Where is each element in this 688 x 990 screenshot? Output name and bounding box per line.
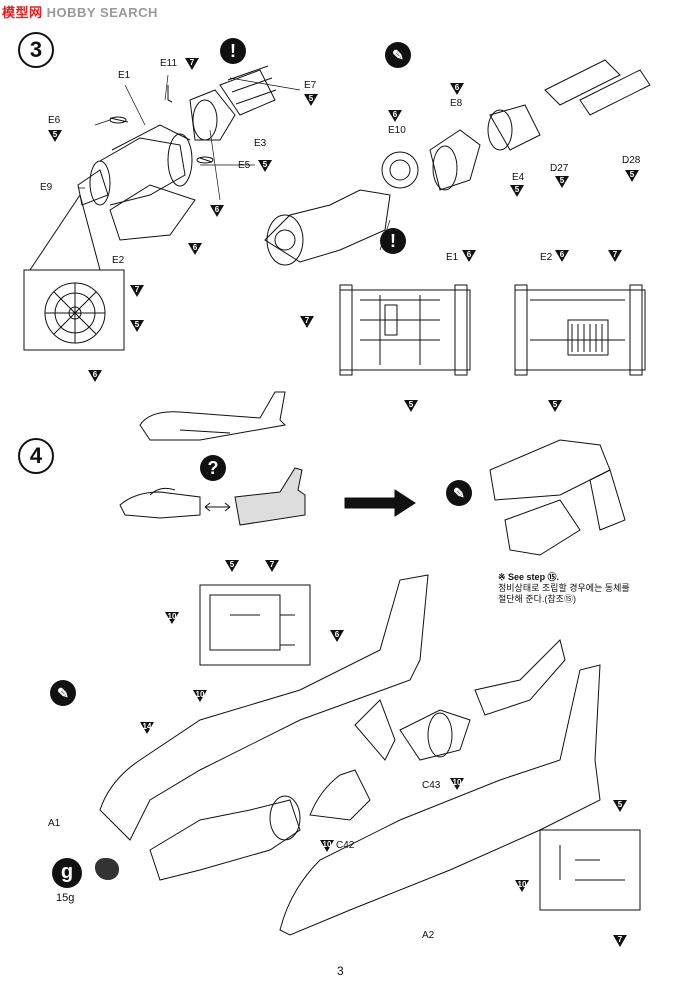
color-code-5: 5 (548, 400, 562, 412)
part-label-a2: A2 (422, 930, 435, 941)
watermark: 模型网 HOBBY SEARCH (2, 5, 158, 20)
part-label-c42: C42 (336, 840, 355, 851)
part-label-e8: E8 (450, 98, 463, 109)
page-number: 3 (337, 964, 344, 978)
color-code-7: 7 (608, 250, 622, 262)
part-label-e7: E7 (304, 80, 317, 91)
color-code-6: 6 (210, 205, 224, 217)
glue-pen-icon: ✎ (446, 480, 472, 506)
warning-icon: ! (220, 38, 246, 64)
fuselage-half-inset-left (339, 289, 471, 371)
color-code-5: 5 (130, 320, 144, 332)
color-code-10: 10 (320, 840, 334, 852)
color-code-5: 5 (258, 160, 272, 172)
color-code-10: 10 (165, 612, 179, 624)
part-label-c43: C43 (422, 780, 441, 791)
color-code-7: 7 (265, 560, 279, 572)
part-label-e2: E2 (112, 255, 125, 266)
color-code-6: 6 (450, 83, 464, 95)
part-label-e2-inset: E2 (540, 252, 553, 263)
weight-value: 15g (56, 892, 75, 904)
part-label-d28: D28 (622, 155, 641, 166)
color-code-10: 10 (515, 880, 529, 892)
inset-detail-step4 (199, 584, 311, 666)
warning-icon: ! (380, 228, 406, 254)
see-step-note: ※ See step ⑮. 정비상태로 조립할 경우에는 동체를 절단해 준다.… (498, 572, 630, 604)
color-code-6: 6 (388, 110, 402, 122)
color-code-7: 7 (613, 935, 627, 947)
part-label-e6: E6 (48, 115, 61, 126)
part-label-e10: E10 (388, 125, 406, 136)
color-code-6: 6 (462, 250, 476, 262)
color-code-14: 14 (140, 722, 154, 734)
part-label-d27: D27 (550, 163, 569, 174)
engine-nozzle-drawing (77, 65, 277, 241)
question-icon: ? (200, 455, 226, 481)
rear-fuselage-drawing (234, 467, 306, 526)
color-code-5: 5 (625, 170, 639, 182)
ballast-weight-icon (95, 858, 119, 880)
glue-pen-icon: ✎ (385, 42, 411, 68)
color-code-7: 7 (185, 58, 199, 70)
color-code-5: 5 (510, 185, 524, 197)
step-4-badge: 4 (18, 438, 54, 474)
color-code-10: 10 (450, 778, 464, 790)
color-code-6: 6 (188, 243, 202, 255)
color-code-5: 5 (48, 130, 62, 142)
color-code-7: 7 (130, 285, 144, 297)
color-code-6: 6 (555, 250, 569, 262)
part-label-e5: E5 (238, 160, 251, 171)
weight-g-badge: g (52, 858, 82, 888)
part-label-a1: A1 (48, 818, 61, 829)
glue-pen-icon: ✎ (50, 680, 76, 706)
color-code-6: 6 (88, 370, 102, 382)
main-fuselage-drawing (99, 574, 641, 936)
turbine-inset-frame (23, 269, 125, 351)
arrow-right (344, 489, 416, 517)
fuselage-half-inset-right (514, 289, 646, 371)
color-code-5: 5 (555, 176, 569, 188)
part-label-e11: E11 (160, 58, 178, 69)
front-fuselage-drawing (119, 491, 201, 519)
tailpipe-drawing (264, 59, 651, 266)
part-label-e1-inset: E1 (446, 252, 459, 263)
part-label-e4: E4 (512, 172, 525, 183)
color-code-5: 5 (613, 800, 627, 812)
step-3-badge: 3 (18, 32, 54, 68)
part-label-e9: E9 (40, 182, 53, 193)
jet-side-view-1 (139, 391, 287, 441)
part-label-e3: E3 (254, 138, 267, 149)
color-code-5: 5 (404, 400, 418, 412)
color-code-5: 5 (304, 94, 318, 106)
color-code-7: 7 (300, 316, 314, 328)
color-code-6: 6 (330, 630, 344, 642)
part-label-e1: E1 (118, 70, 131, 81)
color-code-5: 5 (225, 560, 239, 572)
color-code-10: 10 (193, 690, 207, 702)
